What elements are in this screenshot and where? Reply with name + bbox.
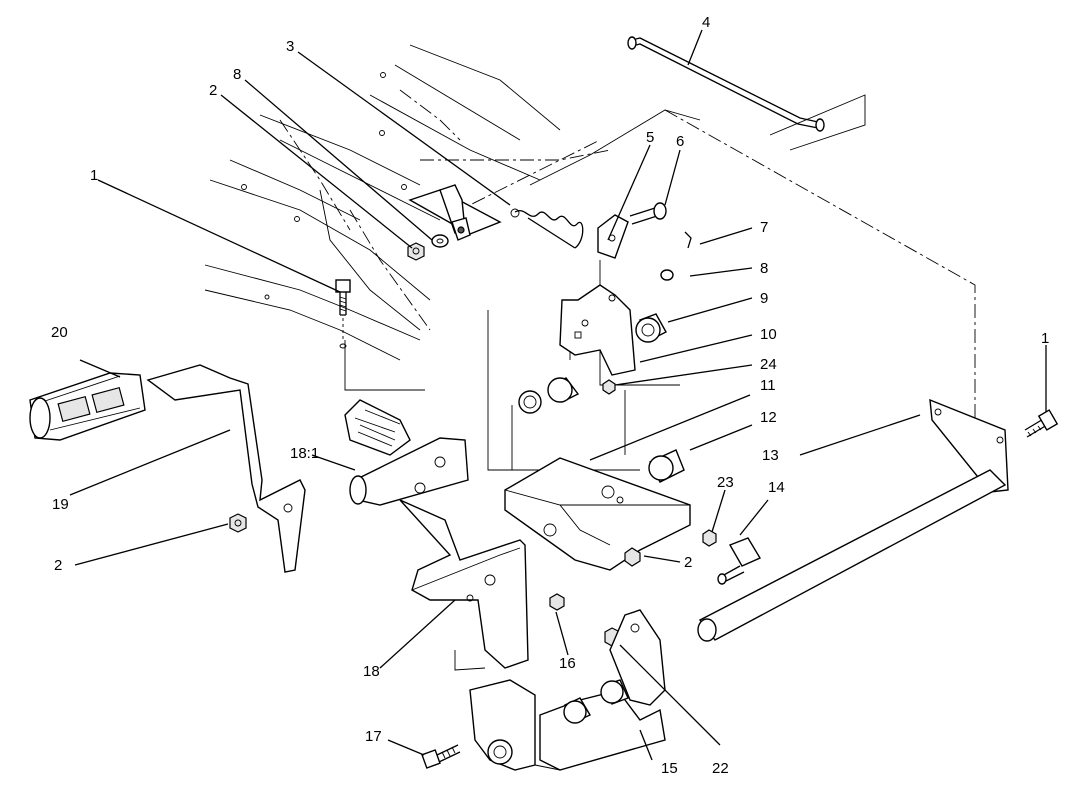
- pedal-lever: [146, 364, 306, 573]
- callout-16: 16: [559, 655, 576, 672]
- shaft-13: [697, 398, 1009, 642]
- nut-23: [702, 529, 717, 547]
- callout-8-right: 8: [760, 260, 768, 277]
- mount-plate: [504, 457, 691, 571]
- bushing-pivot: [518, 377, 580, 414]
- cotter-pin: [684, 231, 692, 249]
- callout-6: 6: [676, 133, 684, 150]
- washer-top: [431, 234, 449, 248]
- callout-1-right: 1: [1041, 330, 1049, 347]
- callout-15: 15: [661, 760, 678, 777]
- nut-16: [549, 593, 565, 611]
- nut-24: [602, 379, 616, 395]
- callout-2-left: 2: [54, 557, 62, 574]
- foot-pedal: [344, 399, 469, 506]
- pedal-arm: [399, 499, 529, 671]
- bolt-6: [629, 202, 667, 225]
- callout-18-1: 18:1: [290, 445, 319, 462]
- callout-20: 20: [51, 324, 68, 341]
- bolt-left: [335, 279, 351, 349]
- link-14: [717, 537, 762, 585]
- callout-8-top: 8: [233, 66, 241, 83]
- frame-outline: [204, 44, 976, 430]
- callout-22: 22: [712, 760, 729, 777]
- callout-2-top: 2: [209, 82, 217, 99]
- callout-14: 14: [768, 479, 785, 496]
- cable-clamp: [408, 184, 502, 241]
- nut-center: [624, 547, 641, 567]
- callout-24: 24: [760, 356, 777, 373]
- callout-17: 17: [365, 728, 382, 745]
- callout-18: 18: [363, 663, 380, 680]
- callout-4: 4: [702, 14, 710, 31]
- callout-13: 13: [762, 447, 779, 464]
- nut-top: [407, 242, 425, 261]
- lower-bracket: [469, 609, 666, 771]
- callout-3: 3: [286, 38, 294, 55]
- callout-11: 11: [760, 377, 776, 394]
- nut-left: [229, 513, 247, 533]
- callout-19: 19: [52, 496, 69, 513]
- callout-7: 7: [760, 219, 768, 236]
- callout-labels: 1 1 2 2 2 3 4 5 6 7 8 8 9 10 11 12 13 14…: [51, 14, 1049, 777]
- leader-lines: [69, 29, 1047, 761]
- bracket-small: [597, 214, 629, 259]
- pedal-pad: [29, 372, 146, 441]
- pivot-bracket: [559, 284, 636, 376]
- washer-8: [660, 269, 674, 281]
- callout-10: 10: [760, 326, 777, 343]
- bolt-right: [1024, 409, 1059, 438]
- callout-12: 12: [760, 409, 777, 426]
- callout-9: 9: [760, 290, 768, 307]
- callout-1-left: 1: [90, 167, 98, 184]
- bushing-12: [648, 449, 685, 483]
- callout-23: 23: [717, 474, 734, 491]
- bolt-17: [421, 744, 461, 769]
- callout-5: 5: [646, 129, 654, 146]
- return-spring: [510, 208, 584, 249]
- bushing-9: [635, 313, 667, 343]
- control-rod: [627, 36, 825, 132]
- callout-2-center: 2: [684, 554, 692, 571]
